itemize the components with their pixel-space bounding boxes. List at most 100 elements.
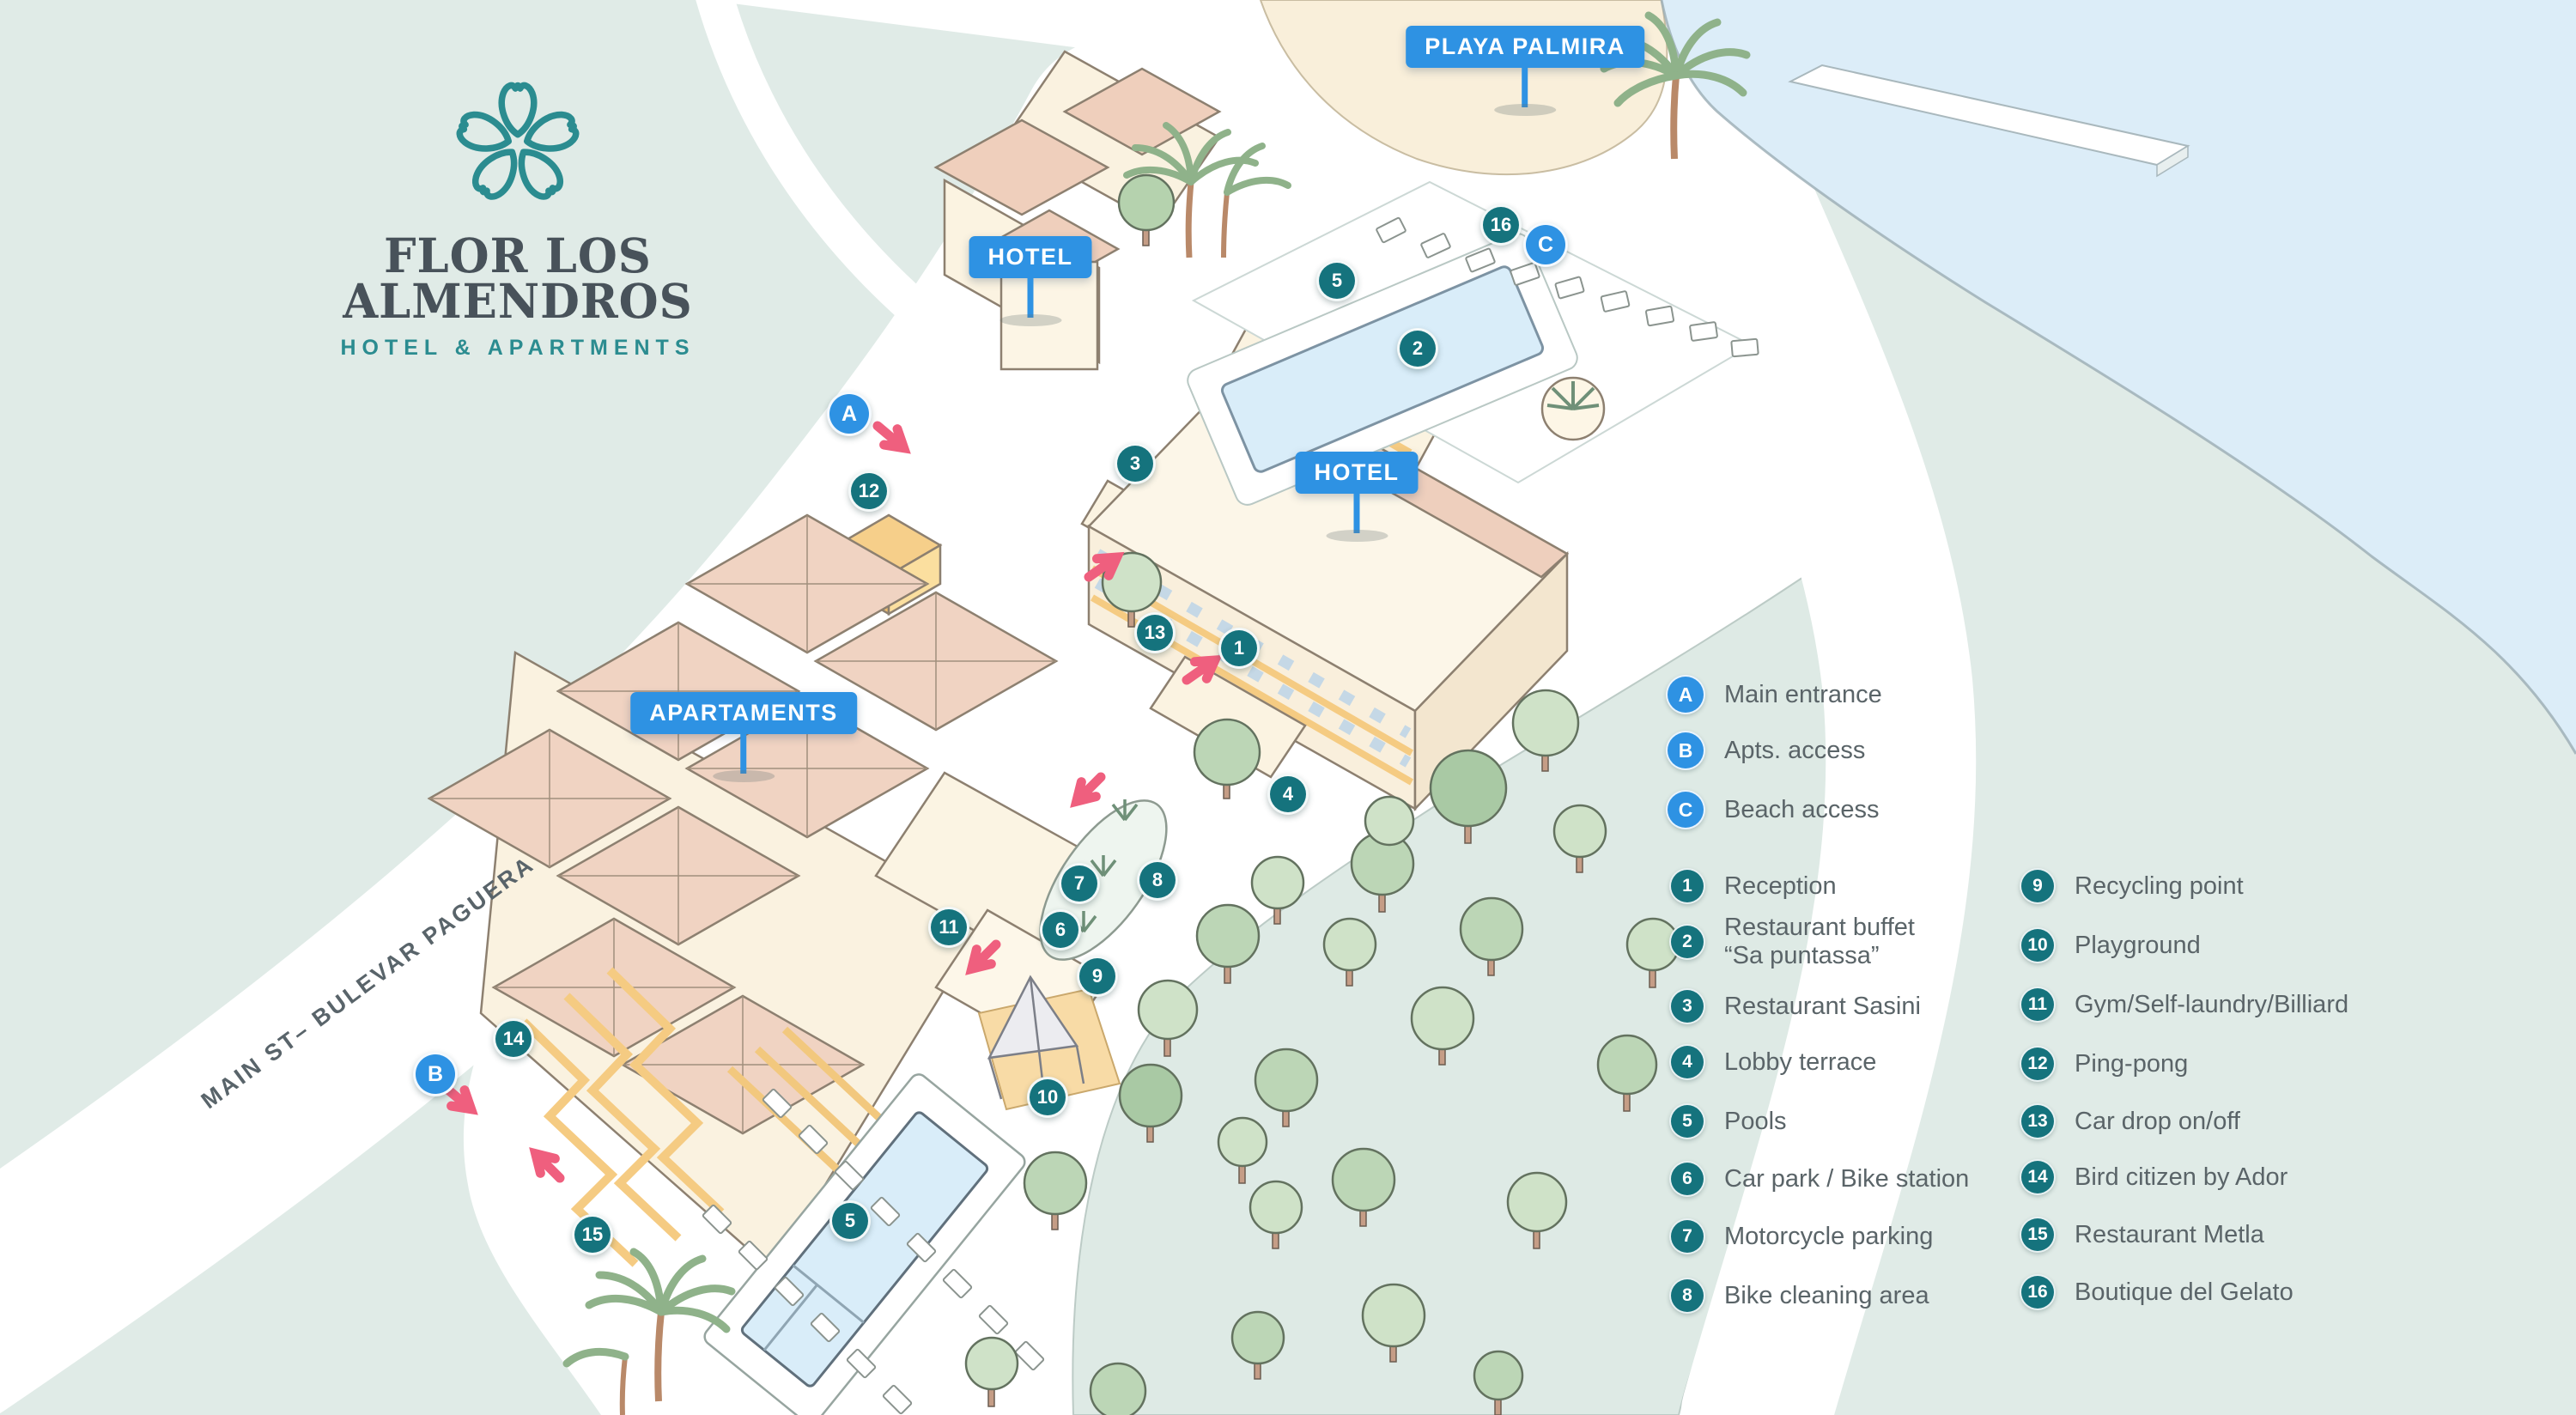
legend-dot-15: 15 bbox=[2020, 1217, 2056, 1253]
map-marker-9: 9 bbox=[1077, 956, 1118, 997]
map-marker-15: 15 bbox=[572, 1214, 613, 1255]
map-badge-hotel-main: HOTEL bbox=[1295, 452, 1419, 542]
legend-label: Bird citizen by Ador bbox=[2075, 1163, 2288, 1191]
brand-logo: FLOR LOS ALMENDROS HOTEL & APARTMENTS bbox=[316, 76, 720, 361]
legend-dot-6: 6 bbox=[1669, 1161, 1705, 1197]
badge-shadow bbox=[1493, 104, 1556, 116]
legend-row-car-park: 6 Car park / Bike station bbox=[1669, 1161, 1969, 1197]
map-marker-10: 10 bbox=[1027, 1077, 1068, 1118]
legend-row-lobby-terrace: 4 Lobby terrace bbox=[1669, 1044, 1876, 1080]
legend-row-ping-pong: 12 Ping-pong bbox=[2020, 1046, 2188, 1082]
legend-row-motorcycle-parking: 7 Motorcycle parking bbox=[1669, 1218, 1933, 1254]
legend-label: Lobby terrace bbox=[1724, 1048, 1877, 1076]
badge-label: HOTEL bbox=[1295, 452, 1419, 494]
badge-stick bbox=[740, 734, 747, 774]
map-marker-A: A bbox=[827, 392, 872, 436]
map-marker-7: 7 bbox=[1059, 863, 1100, 904]
map-marker-6: 6 bbox=[1040, 909, 1081, 950]
legend-row-recycling-point: 9 Recycling point bbox=[2020, 868, 2244, 904]
map-marker-13: 13 bbox=[1134, 612, 1176, 653]
map-marker-3: 3 bbox=[1115, 443, 1156, 484]
legend-label: Boutique del Gelato bbox=[2075, 1278, 2293, 1306]
legend-dot-4: 4 bbox=[1669, 1044, 1705, 1080]
legend-label-line2: “Sa puntassa” bbox=[1724, 942, 1880, 969]
map-marker-11: 11 bbox=[928, 907, 969, 948]
legend-row-bird-citizen: 14 Bird citizen by Ador bbox=[2020, 1159, 2287, 1195]
map-badge-playa-palmira: PLAYA PALMIRA bbox=[1406, 26, 1644, 116]
legend-row-restaurant-buffet: 2 Restaurant buffet “Sa puntassa” bbox=[1669, 914, 1915, 970]
north-road bbox=[696, 0, 976, 362]
legend-label: Ping-pong bbox=[2075, 1049, 2189, 1078]
playground-structure bbox=[977, 975, 1121, 1111]
legend-dot-3: 3 bbox=[1669, 988, 1705, 1024]
coastline bbox=[1660, 0, 2576, 755]
agave-plant bbox=[1546, 381, 1600, 410]
legend-dot-B: B bbox=[1666, 731, 1705, 770]
legend-row-gym: 11 Gym/Self-laundry/Billiard bbox=[2020, 987, 2348, 1023]
legend-dot-2: 2 bbox=[1669, 924, 1705, 960]
badge-label: HOTEL bbox=[969, 236, 1092, 278]
trees bbox=[964, 173, 1680, 1415]
legend-row-playground: 10 Playground bbox=[2020, 927, 2201, 963]
legend-row-restaurant-metla: 15 Restaurant Metla bbox=[2020, 1217, 2264, 1253]
map-marker-16: 16 bbox=[1480, 204, 1522, 246]
map-marker-4: 4 bbox=[1267, 774, 1309, 815]
legend-label: Playground bbox=[2075, 931, 2201, 959]
legend-row-reception: 1 Reception bbox=[1669, 868, 1837, 904]
legend-label: Restaurant buffet “Sa puntassa” bbox=[1724, 914, 1915, 970]
badge-shadow bbox=[713, 770, 775, 782]
map-marker-12: 12 bbox=[848, 471, 890, 512]
badge-stick bbox=[1353, 494, 1360, 533]
legend-label-line1: Restaurant buffet bbox=[1724, 914, 1915, 941]
legend-dot-7: 7 bbox=[1669, 1218, 1705, 1254]
map-marker-B: B bbox=[413, 1052, 458, 1096]
hotel-pool bbox=[1187, 233, 1578, 506]
legend-row-boutique-gelato: 16 Boutique del Gelato bbox=[2020, 1274, 2293, 1310]
legend-dot-12: 12 bbox=[2020, 1046, 2056, 1082]
logo-title-line1: FLOR LOS bbox=[384, 228, 652, 283]
legend-label: Car park / Bike station bbox=[1724, 1164, 1970, 1193]
map-marker-5b: 5 bbox=[829, 1200, 871, 1242]
legend-dot-C: C bbox=[1666, 790, 1705, 829]
legend-row-restaurant-sasini: 3 Restaurant Sasini bbox=[1669, 988, 1921, 1024]
logo-title: FLOR LOS ALMENDROS bbox=[324, 228, 711, 325]
map-marker-C: C bbox=[1523, 222, 1568, 267]
legend-dot-A: A bbox=[1666, 675, 1705, 714]
map-marker-8: 8 bbox=[1137, 859, 1178, 901]
badge-stick bbox=[1027, 278, 1034, 318]
sun-loungers-pool bbox=[702, 1088, 1045, 1415]
legend-dot-5: 5 bbox=[1669, 1103, 1705, 1139]
sun-loungers-promenade bbox=[1376, 216, 1759, 358]
legend-label: Gym/Self-laundry/Billiard bbox=[2075, 990, 2349, 1018]
legend-dot-8: 8 bbox=[1669, 1278, 1705, 1314]
legend-label: Reception bbox=[1724, 871, 1837, 900]
palm-tree-terrace bbox=[1123, 122, 1291, 258]
flower-icon bbox=[449, 82, 586, 213]
arrow-main-entrance bbox=[872, 421, 911, 454]
arrow-garden bbox=[1070, 772, 1106, 808]
legend-row-main-entrance: A Main entrance bbox=[1666, 675, 1882, 714]
arrow-hotel-entry bbox=[1084, 551, 1125, 582]
badge-stick bbox=[1522, 68, 1528, 107]
legend-label: Restaurant Metla bbox=[2075, 1220, 2264, 1248]
legend-row-beach-access: C Beach access bbox=[1666, 790, 1880, 829]
arrow-reception bbox=[1182, 654, 1223, 685]
pier bbox=[1788, 64, 2190, 178]
apartments-pool bbox=[703, 1073, 1026, 1415]
legend-label: Main entrance bbox=[1724, 680, 1882, 708]
legend-dot-1: 1 bbox=[1669, 868, 1705, 904]
tree bbox=[964, 173, 1680, 1415]
badge-shadow bbox=[999, 314, 1061, 326]
legend-label: Apts. access bbox=[1724, 736, 1866, 764]
legend-dot-14: 14 bbox=[2020, 1159, 2056, 1195]
map-marker-1: 1 bbox=[1218, 628, 1260, 669]
beach-access-road bbox=[1606, 0, 1977, 1415]
legend-dot-16: 16 bbox=[2020, 1274, 2056, 1310]
legend-label: Recycling point bbox=[2075, 871, 2244, 900]
sea-water bbox=[1662, 0, 2576, 754]
legend-label: Bike cleaning area bbox=[1724, 1281, 1929, 1309]
map-marker-14: 14 bbox=[493, 1018, 534, 1060]
map-marker-5a: 5 bbox=[1316, 260, 1358, 301]
badge-shadow bbox=[1326, 530, 1388, 542]
